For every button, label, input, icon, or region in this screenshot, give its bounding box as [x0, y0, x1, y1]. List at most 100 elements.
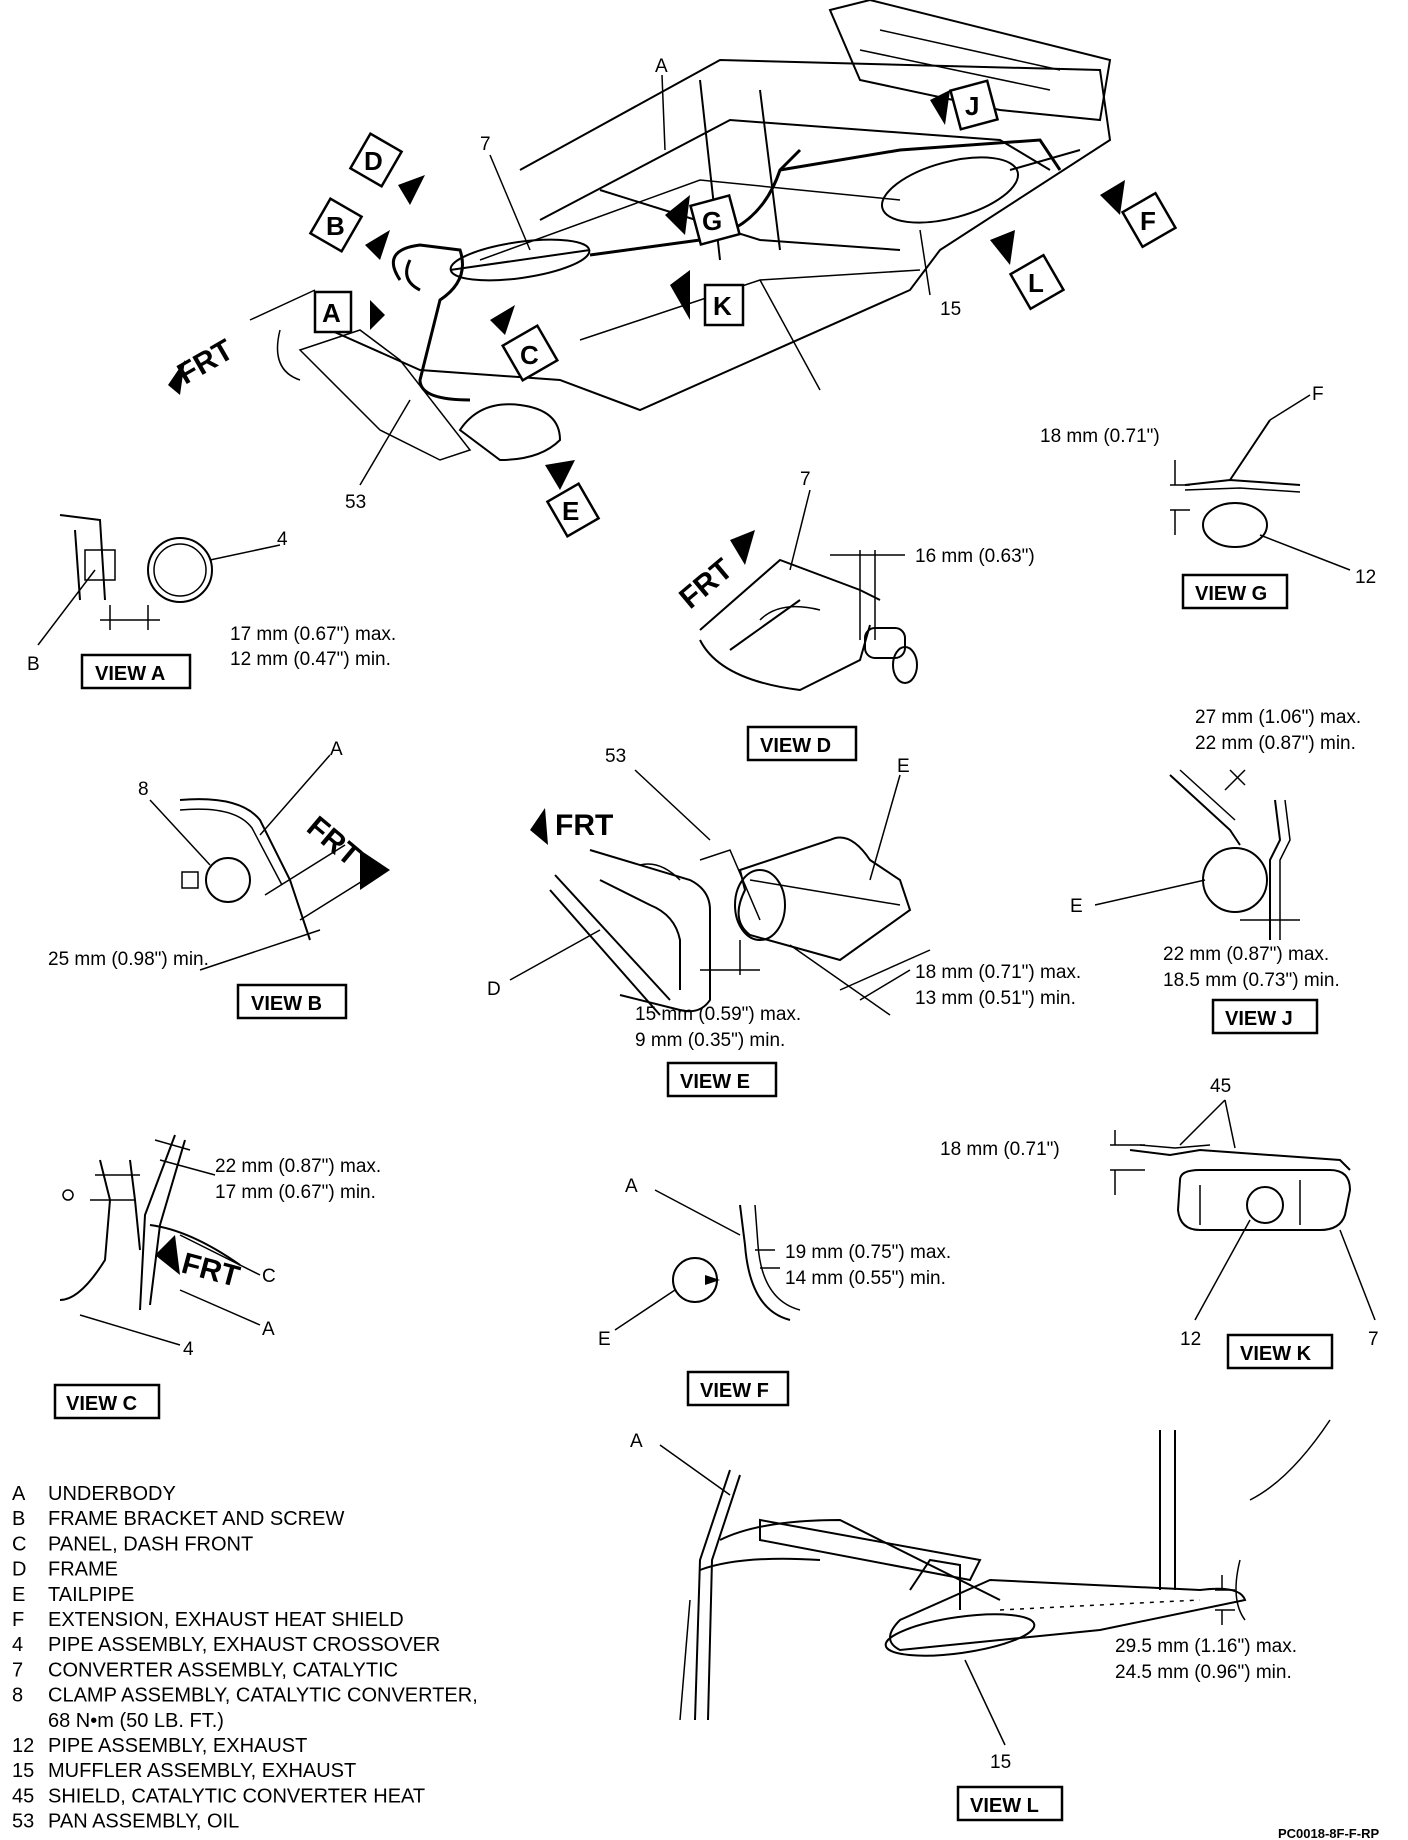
svg-text:L: L	[1028, 268, 1044, 298]
view-f-callout-a: A	[625, 1176, 638, 1197]
view-e: 18 mm (0.71") max. 13 mm (0.51") min. 15…	[487, 746, 1081, 1098]
view-f-dim-max: 19 mm (0.75") max.	[785, 1242, 951, 1263]
view-k-callout-7: 7	[1368, 1329, 1379, 1350]
svg-text:F: F	[1140, 206, 1156, 236]
legend-key: A	[12, 1483, 26, 1505]
view-box-b: B	[308, 196, 390, 260]
legend-text: CLAMP ASSEMBLY, CATALYTIC CONVERTER,	[48, 1685, 478, 1707]
view-k-callout-12: 12	[1180, 1329, 1201, 1350]
view-e-frt-label: FRT	[555, 809, 613, 842]
legend-key: B	[12, 1508, 25, 1530]
legend-text: FRAME BRACKET AND SCREW	[48, 1508, 344, 1530]
legend-key: C	[12, 1533, 26, 1555]
svg-text:K: K	[713, 291, 732, 321]
svg-text:B: B	[326, 211, 345, 241]
svg-text:J: J	[965, 91, 979, 121]
legend-text: UNDERBODY	[48, 1483, 176, 1505]
view-e-dim1-max: 18 mm (0.71") max.	[915, 962, 1081, 983]
legend-key: 4	[12, 1634, 23, 1656]
view-j-callout-e: E	[1070, 896, 1083, 917]
view-l-callout-15: 15	[990, 1752, 1011, 1773]
view-d-callout-7: 7	[800, 469, 811, 490]
view-b: A 8 FRT 25 mm (0.98") min. VIEW B	[48, 739, 390, 1020]
view-b-callout-8: 8	[138, 779, 149, 800]
view-c-callout-a: A	[262, 1319, 275, 1340]
view-l-dim-min: 24.5 mm (0.96") min.	[1115, 1662, 1292, 1683]
view-k-dim: 18 mm (0.71")	[940, 1139, 1060, 1160]
view-j-title: VIEW J	[1225, 1008, 1293, 1030]
svg-text:A: A	[322, 298, 341, 328]
view-g-title: VIEW G	[1195, 583, 1267, 605]
legend-key: E	[12, 1584, 25, 1606]
view-c-dim-max: 22 mm (0.87") max.	[215, 1156, 381, 1177]
legend-text: SHIELD, CATALYTIC CONVERTER HEAT	[48, 1785, 425, 1807]
view-d: 16 mm (0.63") 7 FRT VIEW D	[673, 469, 1035, 762]
view-b-callout-a: A	[330, 739, 343, 760]
view-e-callout-d: D	[487, 979, 501, 1000]
view-e-dim2-min: 9 mm (0.35") min.	[635, 1030, 785, 1051]
legend-key: 53	[12, 1811, 34, 1833]
view-a-callout-4: 4	[277, 529, 288, 550]
view-box-j: J	[930, 79, 1000, 131]
main-callout-7: 7	[480, 134, 491, 155]
main-callout-53: 53	[345, 492, 366, 513]
svg-text:D: D	[364, 146, 383, 176]
view-box-k: K	[670, 270, 745, 327]
view-box-e: E	[545, 460, 601, 539]
view-k-title: VIEW K	[1240, 1343, 1312, 1365]
view-g-dim: 18 mm (0.71")	[1040, 426, 1160, 447]
view-g: 18 mm (0.71") F 12 VIEW G	[1040, 384, 1376, 610]
view-a-dim-min: 12 mm (0.47") min.	[230, 649, 391, 670]
legend-key: 7	[12, 1659, 23, 1681]
view-g-callout-f: F	[1312, 384, 1324, 405]
view-c-dim-min: 17 mm (0.67") min.	[215, 1182, 376, 1203]
view-j-dim1-min: 22 mm (0.87") min.	[1195, 733, 1356, 754]
view-f-dim-min: 14 mm (0.55") min.	[785, 1268, 946, 1289]
view-l: 29.5 mm (1.16") max. 24.5 mm (0.96") min…	[630, 1419, 1331, 1822]
view-j-dim2-min: 18.5 mm (0.73") min.	[1163, 970, 1340, 991]
view-d-title: VIEW D	[760, 735, 831, 757]
view-l-title: VIEW L	[970, 1795, 1039, 1817]
legend-key: 12	[12, 1735, 34, 1757]
view-box-g: G	[665, 193, 742, 247]
view-a-title: VIEW A	[95, 663, 165, 685]
view-a-callout-b: B	[27, 654, 40, 675]
view-k-callout-45: 45	[1210, 1076, 1231, 1097]
view-k: 18 mm (0.71") 45 12 7 VIEW K	[940, 1076, 1379, 1370]
view-b-title: VIEW B	[251, 993, 322, 1015]
view-l-dim-max: 29.5 mm (1.16") max.	[1115, 1636, 1297, 1657]
view-box-c: C	[490, 305, 560, 383]
view-box-f: F	[1100, 180, 1178, 249]
view-d-dim: 16 mm (0.63")	[915, 546, 1035, 567]
legend-key: 15	[12, 1760, 34, 1782]
view-e-callout-53: 53	[605, 746, 626, 767]
svg-text:C: C	[520, 340, 539, 370]
svg-text:E: E	[562, 496, 579, 526]
legend-key: 45	[12, 1785, 34, 1807]
view-box-d: D	[348, 131, 425, 205]
view-j-dim2-max: 22 mm (0.87") max.	[1163, 944, 1329, 965]
legend-key: D	[12, 1559, 26, 1581]
main-frt-arrow: FRT	[168, 289, 316, 395]
view-g-callout-12: 12	[1355, 567, 1376, 588]
figure-code: PC0018-8F-F-RP	[1278, 1826, 1379, 1840]
legend-text: CONVERTER ASSEMBLY, CATALYTIC	[48, 1659, 398, 1681]
view-j: 27 mm (1.06") max. 22 mm (0.87") min. 22…	[1070, 707, 1361, 1035]
legend-text: PIPE ASSEMBLY, EXHAUST	[48, 1735, 307, 1757]
view-d-frt-label: FRT	[673, 553, 739, 616]
legend-text: EXTENSION, EXHAUST HEAT SHIELD	[48, 1609, 404, 1631]
legend-text: FRAME	[48, 1559, 118, 1581]
view-f: 19 mm (0.75") max. 14 mm (0.55") min. A …	[598, 1176, 951, 1407]
legend-text: PIPE ASSEMBLY, EXHAUST CROSSOVER	[48, 1634, 440, 1656]
main-callout-a: A	[655, 56, 668, 77]
view-l-callout-a: A	[630, 1431, 643, 1452]
view-c-callout-4: 4	[183, 1339, 194, 1360]
view-b-dim: 25 mm (0.98") min.	[48, 949, 209, 970]
view-j-dim1-max: 27 mm (1.06") max.	[1195, 707, 1361, 728]
legend-text: PAN ASSEMBLY, OIL	[48, 1811, 239, 1833]
view-a-dim-max: 17 mm (0.67") max.	[230, 624, 396, 645]
legend-text: TAILPIPE	[48, 1584, 134, 1606]
view-e-title: VIEW E	[680, 1071, 750, 1093]
view-e-dim1-min: 13 mm (0.51") min.	[915, 988, 1076, 1009]
